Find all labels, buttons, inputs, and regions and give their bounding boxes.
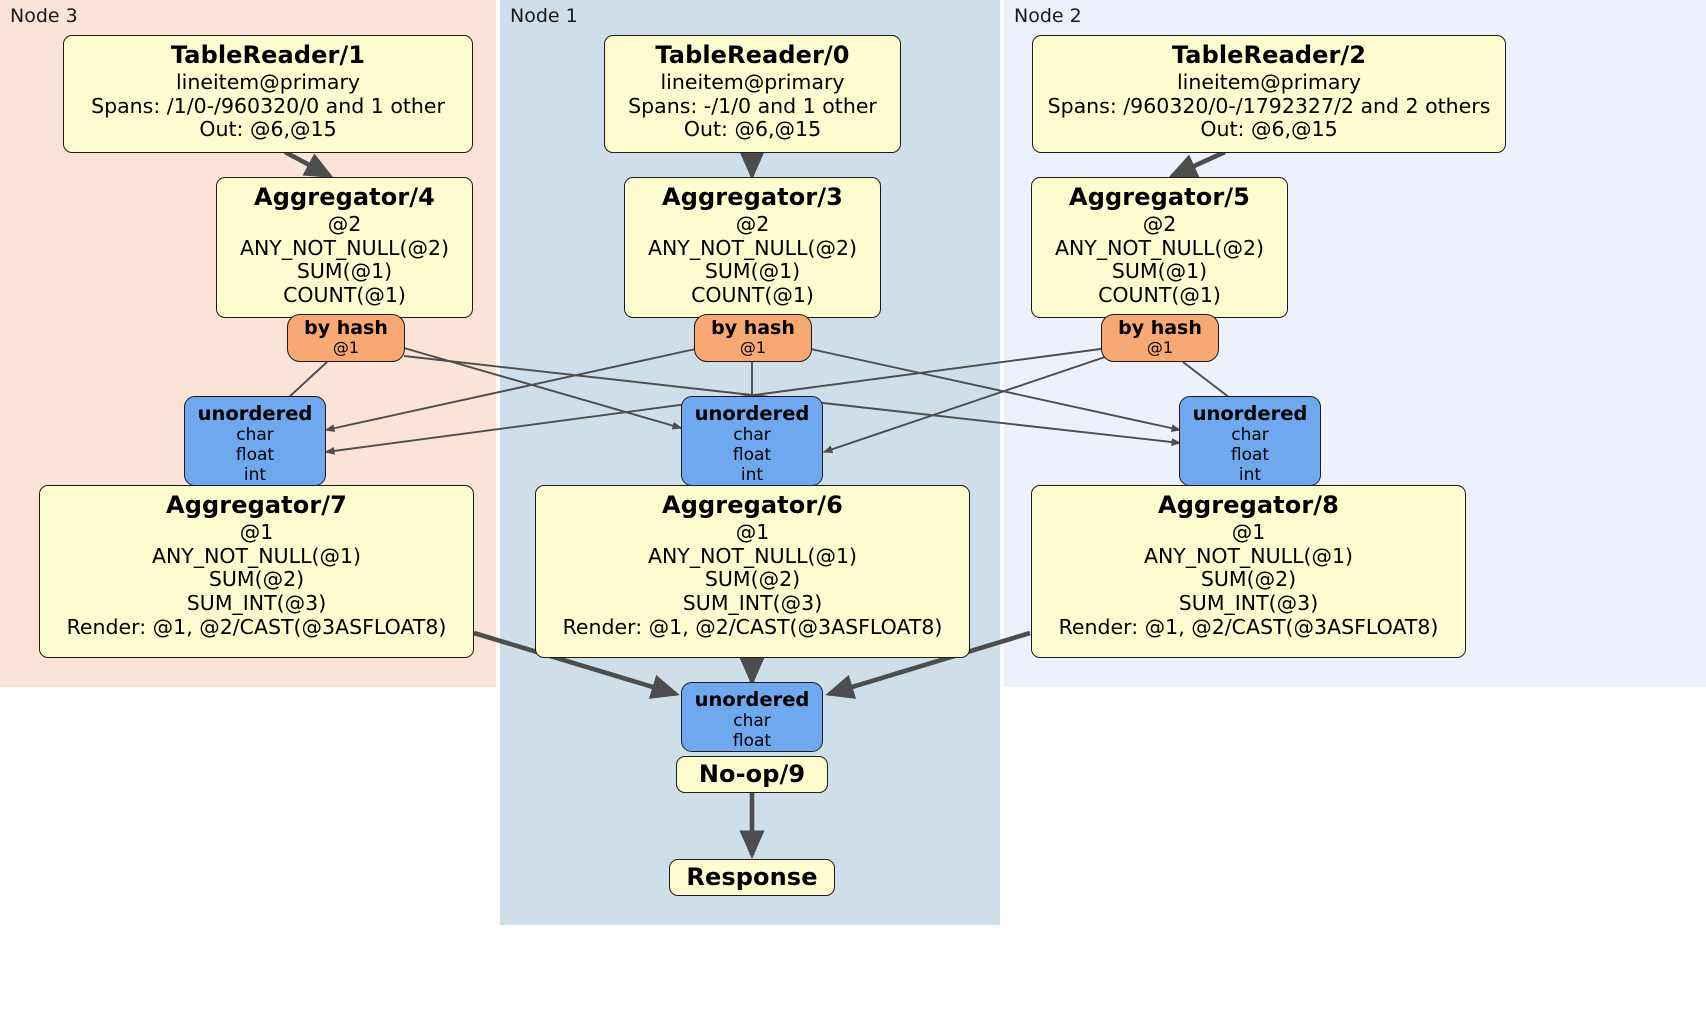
processor-aggregator-7[interactable]: Aggregator/7 @1 ANY_NOT_NULL(@1) SUM(@2)… — [39, 485, 474, 658]
router-hash-column: @1 — [332, 337, 360, 357]
synchronizer-unordered-right[interactable]: unordered char float int — [1179, 396, 1321, 486]
router-title: by hash — [304, 317, 388, 339]
processor-detail-agg-0: ANY_NOT_NULL(@2) — [1054, 235, 1265, 260]
synchronizer-type-2: int — [1238, 465, 1262, 486]
synchronizer-title: unordered — [1192, 402, 1308, 425]
edge-hash-right-to-sync-right — [1182, 361, 1231, 399]
processor-detail-render: Render: @1, @2/CAST(@3ASFLOAT8) — [66, 614, 447, 639]
synchronizer-type-1: float — [732, 731, 772, 752]
processor-detail-out: Out: @6,@15 — [199, 117, 337, 142]
synchronizer-type-0: char — [236, 425, 274, 445]
synchronizer-type-1: float — [1230, 445, 1270, 466]
synchronizer-unordered-center[interactable]: unordered char float int — [681, 396, 823, 486]
processor-detail-agg-2: COUNT(@1) — [283, 283, 406, 308]
processor-detail-groupcol: @2 — [1142, 211, 1177, 236]
processor-title: TableReader/0 — [655, 41, 850, 69]
processor-detail-agg-1: SUM(@1) — [704, 259, 801, 284]
edge-hash-left-to-sync-left — [287, 361, 328, 399]
processor-detail-agg-1: SUM(@1) — [296, 259, 393, 284]
processor-title: Aggregator/7 — [166, 491, 347, 519]
processor-detail-agg-1: SUM(@2) — [208, 567, 305, 592]
processor-detail-agg-0: ANY_NOT_NULL(@1) — [151, 543, 362, 568]
processor-detail-spans: Spans: -/1/0 and 1 other — [628, 93, 877, 118]
processor-detail-spans: Spans: /1/0-/960320/0 and 1 other — [91, 93, 445, 118]
processor-detail-groupcol: @1 — [239, 519, 274, 544]
processor-tablereader-0[interactable]: TableReader/0 lineitem@primary Spans: -/… — [604, 35, 901, 153]
processor-detail-out: Out: @6,@15 — [683, 117, 822, 142]
processor-detail-groupcol: @1 — [735, 519, 770, 544]
processor-detail-agg-0: ANY_NOT_NULL(@1) — [647, 543, 858, 568]
processor-detail-agg-2: SUM_INT(@3) — [682, 591, 823, 616]
synchronizer-type-0: char — [733, 711, 771, 731]
processor-aggregator-8[interactable]: Aggregator/8 @1 ANY_NOT_NULL(@1) SUM(@2)… — [1031, 485, 1466, 658]
synchronizer-unordered-final[interactable]: unordered char float — [681, 682, 823, 752]
processor-detail-agg-1: SUM(@1) — [1111, 259, 1208, 284]
edge-hash-center-to-sync-right — [805, 347, 1182, 433]
processor-detail-agg-1: SUM(@2) — [704, 567, 801, 592]
synchronizer-title: unordered — [694, 402, 810, 425]
synchronizer-type-2: int — [243, 465, 267, 486]
router-by-hash-left[interactable]: by hash @1 — [287, 314, 405, 362]
processor-detail-table: lineitem@primary — [660, 69, 845, 94]
processor-detail-groupcol: @2 — [327, 211, 362, 236]
processor-aggregator-3[interactable]: Aggregator/3 @2 ANY_NOT_NULL(@2) SUM(@1)… — [624, 177, 881, 318]
processor-title: Response — [686, 863, 818, 891]
processor-tablereader-1[interactable]: TableReader/1 lineitem@primary Spans: /1… — [63, 35, 473, 153]
processor-detail-render: Render: @1, @2/CAST(@3ASFLOAT8) — [1058, 614, 1439, 639]
synchronizer-type-1: float — [235, 445, 275, 466]
synchronizer-type-0: char — [733, 425, 771, 445]
processor-aggregator-4[interactable]: Aggregator/4 @2 ANY_NOT_NULL(@2) SUM(@1)… — [216, 177, 473, 318]
processor-detail-out: Out: @6,@15 — [1200, 117, 1338, 142]
processor-aggregator-5[interactable]: Aggregator/5 @2 ANY_NOT_NULL(@2) SUM(@1)… — [1031, 177, 1288, 318]
processor-title: Aggregator/6 — [662, 491, 843, 519]
processor-title: Aggregator/5 — [1069, 183, 1250, 211]
processor-noop-9[interactable]: No-op/9 — [676, 756, 828, 793]
processor-tablereader-2[interactable]: TableReader/2 lineitem@primary Spans: /9… — [1032, 35, 1506, 153]
router-title: by hash — [711, 317, 795, 339]
processor-detail-agg-2: COUNT(@1) — [1098, 283, 1221, 308]
router-hash-column: @1 — [1146, 337, 1174, 357]
processor-title: TableReader/2 — [1171, 41, 1367, 69]
processor-detail-table: lineitem@primary — [175, 69, 361, 94]
edge-aggregator7-to-sync-final — [473, 630, 680, 699]
processor-detail-agg-2: SUM_INT(@3) — [186, 591, 327, 616]
processor-title: No-op/9 — [698, 760, 806, 788]
node-panel-label-node3: Node 3 — [10, 5, 78, 27]
processor-response[interactable]: Response — [669, 859, 835, 896]
edge-hash-right-to-sync-center — [822, 355, 1109, 454]
processor-detail-spans: Spans: /960320/0-/1792327/2 and 2 others — [1047, 93, 1491, 118]
edge-tablereader1-to-aggregator4 — [283, 149, 334, 179]
processor-detail-agg-2: COUNT(@1) — [691, 283, 814, 308]
processor-title: Aggregator/4 — [254, 183, 435, 211]
processor-detail-agg-0: ANY_NOT_NULL(@2) — [239, 235, 450, 260]
router-hash-column: @1 — [739, 337, 767, 357]
processor-detail-agg-0: ANY_NOT_NULL(@2) — [647, 235, 858, 260]
processor-detail-table: lineitem@primary — [1176, 69, 1362, 94]
processor-detail-agg-0: ANY_NOT_NULL(@1) — [1143, 543, 1354, 568]
processor-detail-groupcol: @1 — [1231, 519, 1266, 544]
processor-detail-render: Render: @1, @2/CAST(@3ASFLOAT8) — [562, 614, 943, 639]
synchronizer-title: unordered — [197, 402, 313, 425]
router-title: by hash — [1118, 317, 1202, 339]
processor-aggregator-6[interactable]: Aggregator/6 @1 ANY_NOT_NULL(@1) SUM(@2)… — [535, 485, 970, 658]
edge-tablereader2-to-aggregator5 — [1168, 149, 1226, 179]
synchronizer-type-1: float — [732, 445, 772, 466]
synchronizer-title: unordered — [694, 688, 810, 711]
processor-detail-groupcol: @2 — [735, 211, 770, 236]
edge-hash-center-to-sync-left — [324, 347, 701, 433]
router-by-hash-center[interactable]: by hash @1 — [694, 314, 812, 362]
synchronizer-type-2: int — [740, 465, 764, 486]
synchronizer-type-0: char — [1231, 425, 1269, 445]
processor-title: Aggregator/8 — [1158, 491, 1339, 519]
processor-detail-agg-1: SUM(@2) — [1200, 567, 1297, 592]
router-by-hash-right[interactable]: by hash @1 — [1101, 314, 1219, 362]
node-panel-label-node1: Node 1 — [510, 5, 578, 27]
edge-aggregator8-to-sync-final — [825, 630, 1031, 699]
processor-title: Aggregator/3 — [662, 183, 843, 211]
processor-title: TableReader/1 — [170, 41, 366, 69]
synchronizer-unordered-left[interactable]: unordered char float int — [184, 396, 326, 486]
processor-detail-agg-2: SUM_INT(@3) — [1178, 591, 1319, 616]
node-panel-label-node2: Node 2 — [1014, 5, 1082, 27]
